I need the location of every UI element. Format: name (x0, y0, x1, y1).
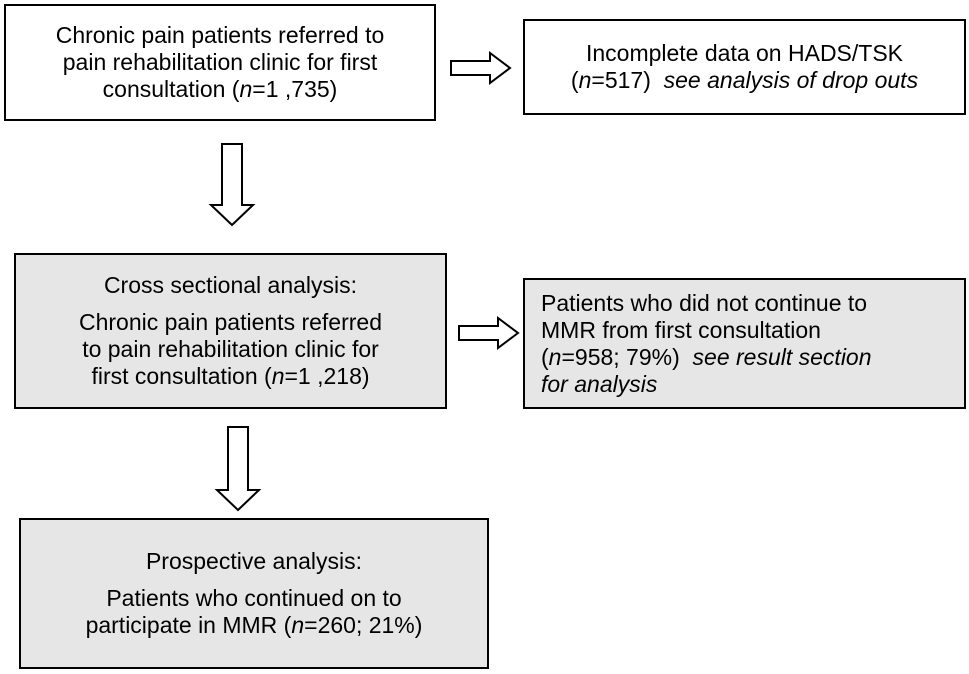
box-incomplete-data: Incomplete data on HADS/TSK (n=517) see … (523, 19, 966, 115)
cross-line-3: first consultation (n=1 ,218) (91, 363, 370, 389)
box-referred-patients: Chronic pain patients referred to pain r… (4, 4, 436, 121)
discontinued-note-1: see result section (692, 343, 872, 370)
arrow-right-to-discontinued (458, 316, 520, 350)
referred-line-2: pain rehabilitation clinic for first (62, 49, 378, 75)
incomplete-note: see analysis of drop outs (663, 67, 919, 93)
prospective-heading: Prospective analysis: (145, 548, 363, 574)
prospective-line-2: participate in MMR (n=260; 21%) (85, 612, 423, 638)
discontinued-line-4: for analysis (541, 370, 658, 397)
cross-line-1: Chronic pain patients referred (79, 309, 382, 335)
box-cross-sectional: Cross sectional analysis: Chronic pain p… (14, 253, 447, 409)
arrow-right-to-incomplete (450, 51, 512, 85)
box-discontinued: Patients who did not continue to MMR fro… (523, 278, 966, 409)
referred-line-3: consultation (n=1 ,735) (102, 76, 338, 102)
discontinued-line-1: Patients who did not continue to (541, 289, 868, 316)
prospective-line-1: Patients who continued on to (106, 585, 402, 611)
cross-heading: Cross sectional analysis: (103, 272, 358, 298)
referred-line-1: Chronic pain patients referred to (55, 22, 385, 48)
box-prospective: Prospective analysis: Patients who conti… (19, 518, 489, 669)
arrow-down-to-prospective (214, 426, 262, 512)
incomplete-line-2: (n=517) see analysis of drop outs (570, 67, 919, 93)
incomplete-line-1: Incomplete data on HADS/TSK (585, 40, 904, 66)
discontinued-line-3: (n=958; 79%) see result section (541, 343, 872, 370)
cross-line-2: to pain rehabilitation clinic for (82, 336, 379, 362)
arrow-down-to-cross-sectional (208, 143, 256, 227)
discontinued-line-2: MMR from first consultation (541, 316, 821, 343)
